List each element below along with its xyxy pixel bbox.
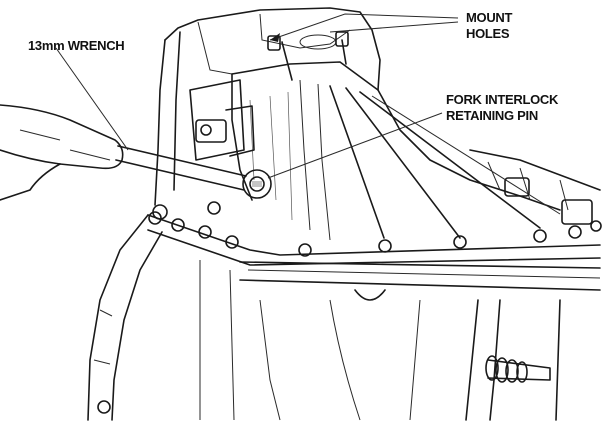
mount-holes-arrowhead <box>270 33 280 42</box>
mount-holes-label-line2: HOLES <box>466 26 510 41</box>
leader-lines <box>55 13 459 179</box>
hand-with-wrench <box>0 104 272 201</box>
case-upper-housing <box>154 7 381 206</box>
mount-holes-leader-lower <box>329 21 459 33</box>
mount-holes-leader-upper <box>269 13 459 41</box>
case-flange <box>147 211 602 301</box>
mount-holes-label-line1: MOUNT <box>466 10 513 25</box>
case-main-body <box>152 73 561 241</box>
fork-pin-label-line2: RETAINING PIN <box>446 108 538 123</box>
fork-pin-leader-line <box>267 112 443 179</box>
wrench-label: 13mm WRENCH <box>28 38 124 53</box>
wrench-leader-line <box>55 47 129 151</box>
case-left-lower <box>87 214 235 421</box>
case-rear-housing <box>259 149 601 421</box>
fork-pin-label-line1: FORK INTERLOCK <box>446 92 559 107</box>
shift-shaft <box>485 355 551 383</box>
